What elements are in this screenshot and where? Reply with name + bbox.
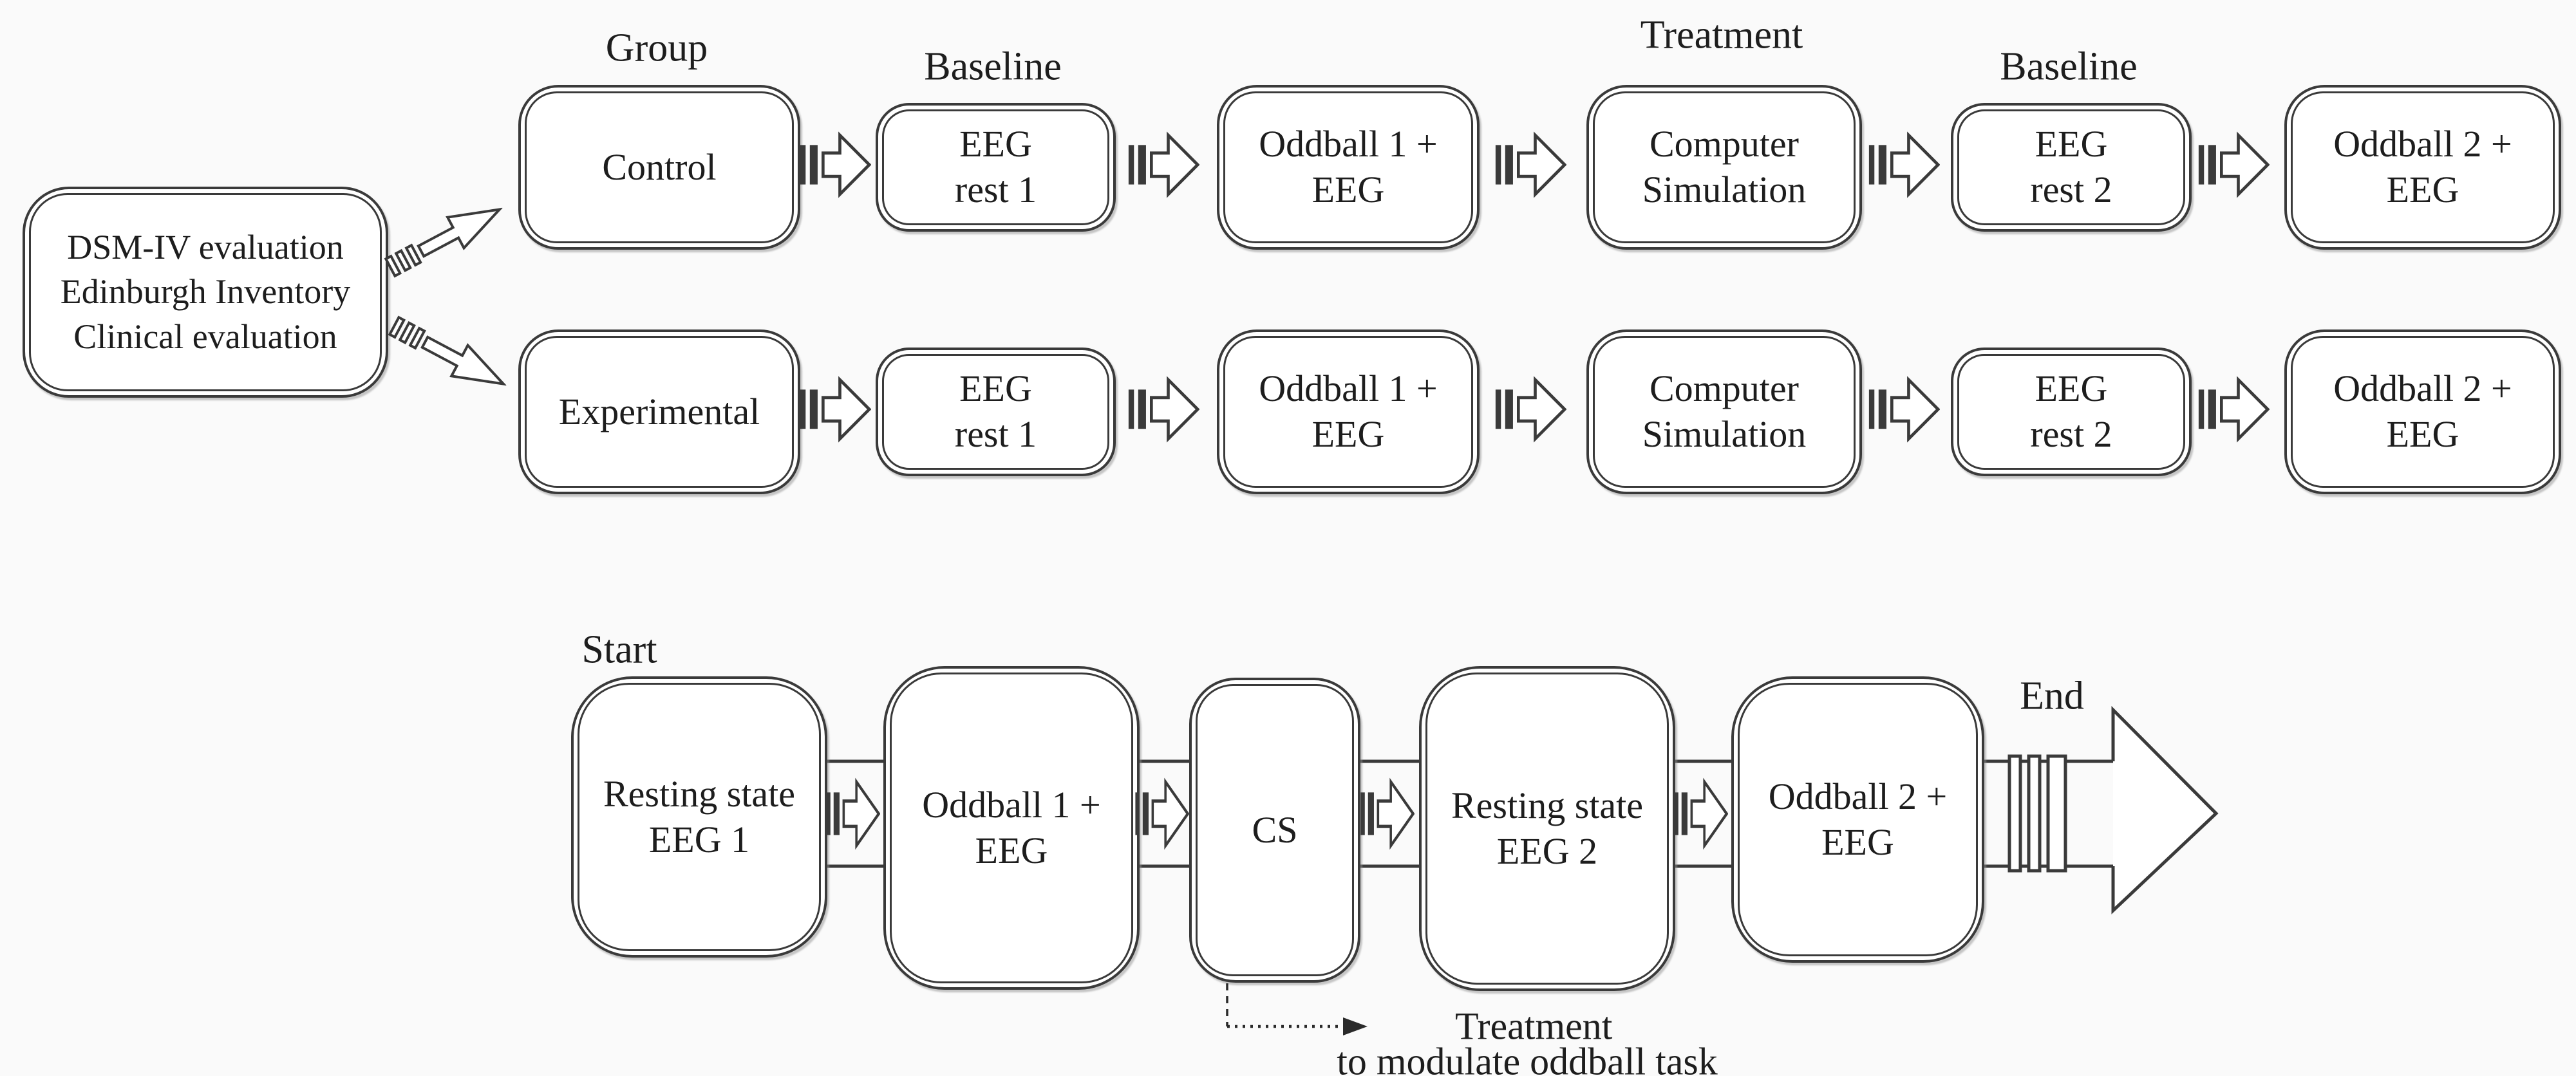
box-control: Control <box>518 85 800 250</box>
box-cs: CS <box>1189 678 1360 983</box>
box-text-line1: Resting state <box>1451 784 1643 826</box>
striped-arrow-icon <box>1673 767 1728 860</box>
box-oddball2-row2: Oddball 2 + EEG <box>2284 329 2561 494</box>
box-resting-state-eeg1: Resting state EEG 1 <box>571 676 827 958</box>
box-text-line3: Clinical evaluation <box>73 317 337 356</box>
box-dsm-screening: DSM-IV evaluation Edinburgh Inventory Cl… <box>23 187 388 398</box>
box-eeg-rest2-row1: EEG rest 2 <box>1951 103 2192 232</box>
box-text-line2: EEG 1 <box>648 818 750 860</box>
box-text-line1: Resting state <box>603 772 795 815</box>
label-group: Group <box>605 26 708 70</box>
striped-arrow-icon <box>1127 366 1199 452</box>
label-start: Start <box>581 627 657 672</box>
box-text-line1: Oddball 1 + <box>1259 367 1438 410</box>
striped-arrow-icon <box>2197 122 2270 208</box>
box-oddball2-bottom: Oddball 2 + EEG <box>1731 676 1984 963</box>
box-text-line1: Computer <box>1650 123 1799 165</box>
box-resting-state-eeg2: Resting state EEG 2 <box>1419 666 1675 991</box>
annotation-treatment: Treatment <box>1455 1005 1613 1048</box>
box-text-line1: Oddball 1 + <box>1259 123 1438 165</box>
box-text-line2: rest 1 <box>954 169 1037 210</box>
box-text-line1: EEG <box>959 367 1032 410</box>
box-text-line2: rest 2 <box>2030 413 2112 455</box>
label-end: End <box>2020 674 2084 718</box>
box-text-line1: Oddball 1 + <box>922 783 1101 826</box>
striped-arrow-icon <box>825 767 880 860</box>
box-text-line1: EEG <box>959 123 1032 165</box>
box-text-line2: EEG <box>2386 413 2459 455</box>
striped-arrow-icon <box>1868 366 1940 452</box>
box-eeg-rest1-row1: EEG rest 1 <box>876 103 1116 232</box>
striped-arrow-icon <box>799 122 871 208</box>
box-text-line1: EEG <box>2035 367 2108 410</box>
box-text-line1: DSM-IV evaluation <box>67 228 344 267</box>
box-text-line2: rest 2 <box>2030 169 2112 210</box>
stripe-bar <box>2046 754 2067 873</box>
striped-arrow-icon <box>1360 767 1415 860</box>
box-text-line2: EEG 2 <box>1496 830 1598 872</box>
box-computer-simulation-row2: Computer Simulation <box>1586 329 1862 494</box>
striped-arrow-icon <box>1134 767 1189 860</box>
box-oddball1-bottom: Oddball 1 + EEG <box>883 666 1140 990</box>
box-oddball1-row1: Oddball 1 + EEG <box>1217 85 1480 250</box>
label-baseline-2: Baseline <box>2000 44 2138 89</box>
box-eeg-rest1-row2: EEG rest 1 <box>876 348 1116 476</box>
box-eeg-rest2-row2: EEG rest 2 <box>1951 348 2192 476</box>
box-text-line1: Computer <box>1650 367 1799 410</box>
striped-arrow-icon <box>1127 122 1199 208</box>
box-computer-simulation-row1: Computer Simulation <box>1586 85 1862 250</box>
branch-arrow-down-icon <box>381 302 518 409</box>
box-experimental: Experimental <box>518 329 800 494</box>
box-oddball1-row2: Oddball 1 + EEG <box>1217 329 1480 494</box>
box-text-line1: Oddball 2 + <box>1768 775 1948 817</box>
box-text-line1: Oddball 2 + <box>2333 123 2512 165</box>
box-text-line2: Simulation <box>1642 413 1807 455</box>
box-text-line2: EEG <box>2386 169 2459 210</box>
branch-arrow-up-icon <box>377 185 514 292</box>
label-treatment: Treatment <box>1640 13 1803 57</box>
striped-arrow-icon <box>1494 122 1566 208</box>
box-text-line1: EEG <box>2035 123 2108 165</box>
box-text-line2: EEG <box>975 829 1048 871</box>
striped-arrow-icon <box>2197 366 2270 452</box>
box-text-line1: CS <box>1252 808 1298 851</box>
dotted-treatment-arrow-icon <box>1226 983 1368 1035</box>
box-text-line2: EEG <box>1821 821 1894 863</box>
annotation-modulate: to modulate oddball task <box>1337 1040 1718 1076</box>
box-text-line1: Experimental <box>558 390 760 432</box>
box-text-line2: EEG <box>1312 169 1385 210</box>
box-text-line2: Edinburgh Inventory <box>60 272 351 311</box>
striped-arrow-icon <box>1494 366 1566 452</box>
striped-arrow-icon <box>1868 122 1940 208</box>
box-text-line2: Simulation <box>1642 169 1807 210</box>
box-oddball2-row1: Oddball 2 + EEG <box>2284 85 2561 250</box>
box-text-line2: EEG <box>1312 413 1385 455</box>
stripe-bar <box>2007 754 2022 873</box>
box-text-line1: Oddball 2 + <box>2333 367 2512 410</box>
box-text-line1: Control <box>602 145 717 188</box>
stripe-bar <box>2027 754 2042 873</box>
striped-arrow-icon <box>799 366 871 452</box>
label-baseline-1: Baseline <box>924 44 1062 89</box>
box-text-line2: rest 1 <box>954 413 1037 455</box>
